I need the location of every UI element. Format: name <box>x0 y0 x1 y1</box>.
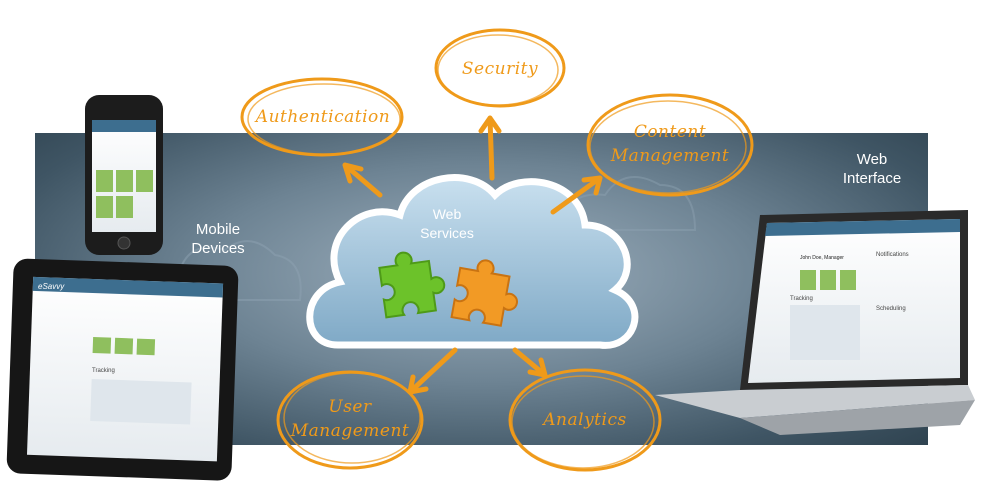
security-bubble <box>434 28 566 108</box>
user-management-text: User Management <box>290 397 410 441</box>
arrow-to-analytics <box>512 347 548 378</box>
laptop-tracking-label: Tracking <box>790 296 813 302</box>
tablet-brand-logo: eSavvy <box>38 282 65 291</box>
laptop-scheduling-label: Scheduling <box>876 306 906 312</box>
tablet-tracking-label: Tracking <box>92 368 115 374</box>
laptop-notifications-label: Notifications <box>876 252 909 258</box>
content-management-bubble <box>586 93 754 197</box>
laptop-user-name: John Doe, Manager <box>800 255 844 261</box>
smartphone <box>85 95 163 255</box>
arrow-to-authentication <box>342 162 383 198</box>
security-text: Security <box>461 59 539 79</box>
mobile-devices-label: Mobile Devices <box>191 221 245 257</box>
arrow-to-security <box>478 115 502 181</box>
analytics-text: Analytics <box>543 410 627 430</box>
authentication-text: Authentication <box>255 107 391 127</box>
arrow-to-content-management <box>550 175 603 215</box>
analytics-bubble <box>508 368 662 472</box>
web-services-cloud <box>306 174 639 349</box>
laptop <box>655 210 975 435</box>
tablet <box>6 258 239 481</box>
authentication-bubble <box>240 77 404 157</box>
orange-puzzle-icon <box>450 259 518 327</box>
content-management-text: Content Management <box>610 122 730 166</box>
web-interface-label: Web Interface <box>842 151 902 187</box>
web-services-label: Web Services <box>420 206 474 241</box>
arrow-to-user-management <box>407 347 458 395</box>
green-puzzle-icon <box>378 251 446 319</box>
user-management-bubble <box>276 370 424 470</box>
